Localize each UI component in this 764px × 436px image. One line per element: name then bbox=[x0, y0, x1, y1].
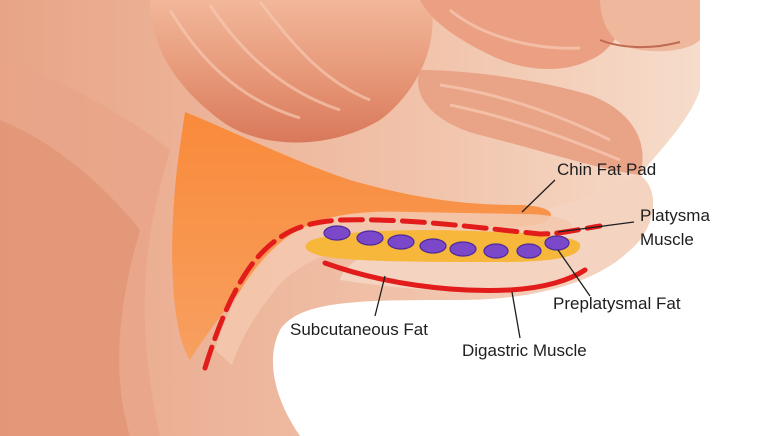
lower-lip bbox=[600, 0, 700, 52]
leader-platysma bbox=[557, 221, 635, 233]
chin-muscle bbox=[418, 70, 643, 175]
neck-inner-skin bbox=[215, 211, 573, 365]
label-platysma-line1: Platysma bbox=[640, 206, 710, 225]
leader-digastric bbox=[511, 291, 521, 339]
mentalis-muscle bbox=[420, 0, 624, 70]
label-preplatysmal-fat: Preplatysmal Fat bbox=[553, 294, 681, 313]
masseter-muscle bbox=[150, 0, 433, 143]
label-platysma-line2: Muscle bbox=[640, 230, 694, 249]
leader-lines bbox=[374, 179, 635, 339]
digastric-solid-line bbox=[322, 260, 588, 293]
fat-nodules bbox=[323, 225, 570, 259]
platysma-dashed-line bbox=[202, 217, 603, 371]
label-chin-fat-pad: Chin Fat Pad bbox=[557, 160, 657, 179]
leader-chin bbox=[521, 179, 556, 213]
chin-fat-pad-region bbox=[172, 112, 551, 360]
leader-subcutaneous bbox=[374, 275, 386, 317]
label-subcutaneous-fat: Subcutaneous Fat bbox=[290, 320, 428, 339]
leader-preplatysmal bbox=[557, 249, 591, 297]
label-digastric-muscle: Digastric Muscle bbox=[462, 341, 587, 360]
